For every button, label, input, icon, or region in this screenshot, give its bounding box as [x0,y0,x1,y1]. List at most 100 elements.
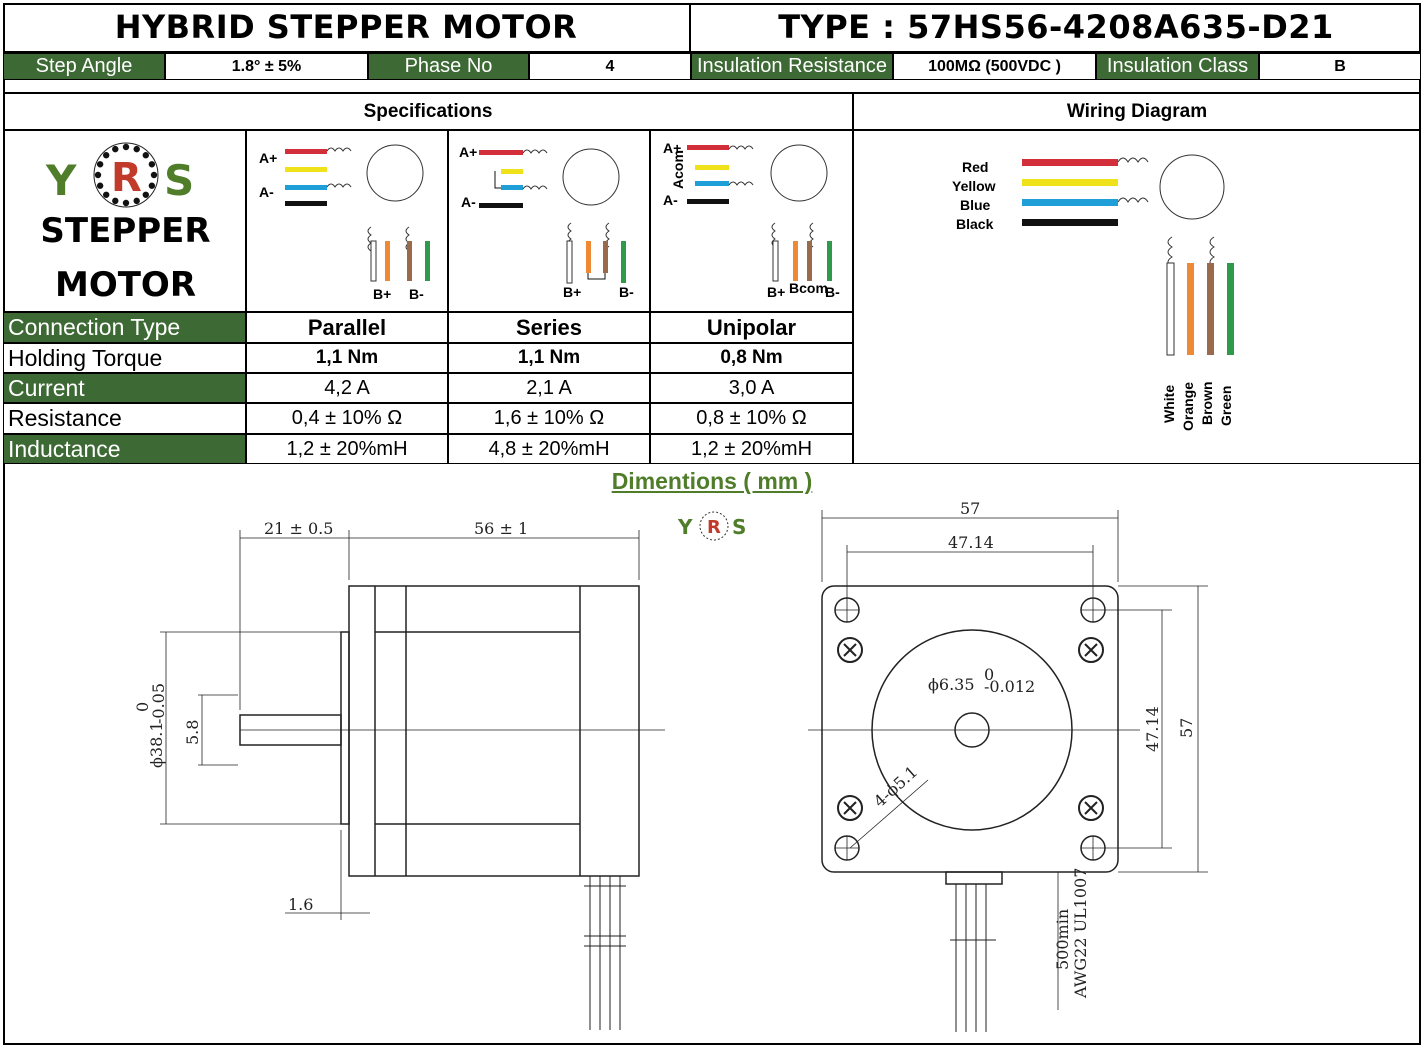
wire-label-red: Red [962,159,988,175]
logo-dot [150,171,158,179]
unipolar-green-wire [827,241,832,281]
cell-connection-parallel: Parallel [246,312,448,343]
parallel-a-plus-label: A+ [259,150,277,166]
logo-dot [96,182,104,189]
row-label-connection-type: Connection Type [3,312,246,343]
unipolar-b-com-label: Bcom [789,280,828,296]
logo-ring [93,142,159,208]
logo-dot [148,182,156,189]
cell-inductance-series: 4,8 ± 20%mH [448,434,650,464]
unipolar-red-wire [687,145,729,150]
cell-current-unipolar: 3,0 A [650,373,853,403]
motor-body-outline [348,585,640,877]
series-b-minus-label: B- [619,284,634,300]
unipolar-blue-wire [695,181,729,186]
wire-label-brown: Brown [1199,381,1215,425]
wire-label-black: Black [956,216,994,232]
dim-pilot-diameter: ϕ38.1 [147,721,166,768]
step-angle-label: Step Angle [3,53,165,80]
series-white-wire [566,240,573,284]
logo-dot [142,152,149,159]
cell-connection-series: Series [448,312,650,343]
dimensions-title: Dimentions ( mm ) [611,468,813,494]
dim-height-spacing: 47.14 [1143,706,1162,752]
unipolar-a-plus-label: A+ [663,140,681,156]
series-yellow-wire [501,169,523,174]
wire-blue [1022,199,1118,206]
screw-tl [837,637,863,663]
dim-shaft-flat: 5.8 [183,720,202,745]
logo-dot [148,161,156,168]
wire-label-yellow: Yellow [952,178,996,194]
unipolar-b-minus-label: B- [825,284,840,300]
wire-green [1227,263,1234,355]
dim-lead-wire-spec: AWG22 UL1007 [1071,868,1090,999]
parallel-a-minus-label: A- [259,184,274,200]
row-label-current: Current [3,373,246,403]
series-orange-wire [586,241,591,273]
series-diagram-cell: A+ A- B+ B- [448,130,650,312]
cell-torque-series: 1,1 Nm [448,343,650,373]
side-view-drawing: 21 ± 0.5 56 ± 1 ϕ38.1 0 -0.05 5.8 1.6 [133,519,665,1030]
logo-dot [103,191,110,198]
logo-dot [133,197,140,205]
parallel-red-wire [285,149,327,154]
dim-shaft-tol-lower: -0.012 [984,677,1035,696]
unipolar-coil-a [728,145,754,186]
logo-dots [94,143,158,207]
logo-letter-y: Y [45,156,77,205]
series-a-plus-label: A+ [459,144,477,160]
series-coil-a [522,149,548,190]
parallel-black-wire [285,201,327,206]
logo-dot [142,191,149,198]
small-logo-r: R [707,517,721,538]
series-bridge-a [494,171,501,189]
wiring-diagram: Red Yellow Blue Black White Orange Brown… [952,154,1234,431]
dim-front-width: 57 [960,499,980,518]
dim-body-length: 56 ± 1 [474,519,528,538]
parallel-green-wire [425,241,430,281]
wire-orange [1187,263,1194,355]
parallel-brown-wire [407,241,412,281]
series-connection-diagram: A+ A- B+ B- [459,144,634,300]
cell-resistance-parallel: 0,4 ± 10% Ω [246,403,448,434]
parallel-orange-wire [385,241,390,281]
row-label-inductance: Inductance [3,434,246,464]
unipolar-diagram-cell: A+ Acom A- B+ Bcom B- [650,130,853,312]
unipolar-a-com-label: Acom [670,150,686,189]
unipolar-a-minus-label: A- [663,192,678,208]
parallel-b-plus-label: B+ [373,286,391,302]
screw-bl [837,795,863,821]
parallel-diagram-cell: A+ A- B+ B- [246,130,448,312]
insulation-resistance-label: Insulation Resistance [691,53,893,80]
brand-line2: MOTOR [54,265,196,305]
wiring-rotor-circle [1159,154,1225,220]
wire-label-white: White [1161,385,1177,423]
cell-current-parallel: 4,2 A [246,373,448,403]
title-right: TYPE : 57HS56-4208A635-D21 [691,3,1421,53]
logo-dot [133,145,140,153]
parallel-blue-wire [285,185,327,190]
brand-line1: STEPPER [40,211,211,251]
leader-holes [849,779,929,849]
logo-letter-s: S [164,156,194,205]
wire-yellow [1022,179,1118,186]
page-frame [3,3,1421,1045]
row-label-holding-torque: Holding Torque [3,343,246,373]
phase-no-value: 4 [529,53,691,80]
row-label-resistance: Resistance [3,403,246,434]
small-yrs-logo: Y R S [677,511,746,541]
cell-current-series: 2,1 A [448,373,650,403]
phase-no-label: Phase No [368,53,529,80]
dim-shaft-diameter: ϕ6.35 [928,675,975,694]
series-brown-wire [603,241,608,273]
dim-pilot-depth: 1.6 [288,895,313,914]
series-green-wire [621,241,626,283]
title-left: HYBRID STEPPER MOTOR [3,3,691,53]
separator-band [3,80,1421,94]
cell-resistance-series: 1,6 ± 10% Ω [448,403,650,434]
wire-brown [1207,263,1214,355]
parallel-coil-a [326,147,352,188]
wire-black [1022,219,1118,226]
screw-br [1078,795,1104,821]
